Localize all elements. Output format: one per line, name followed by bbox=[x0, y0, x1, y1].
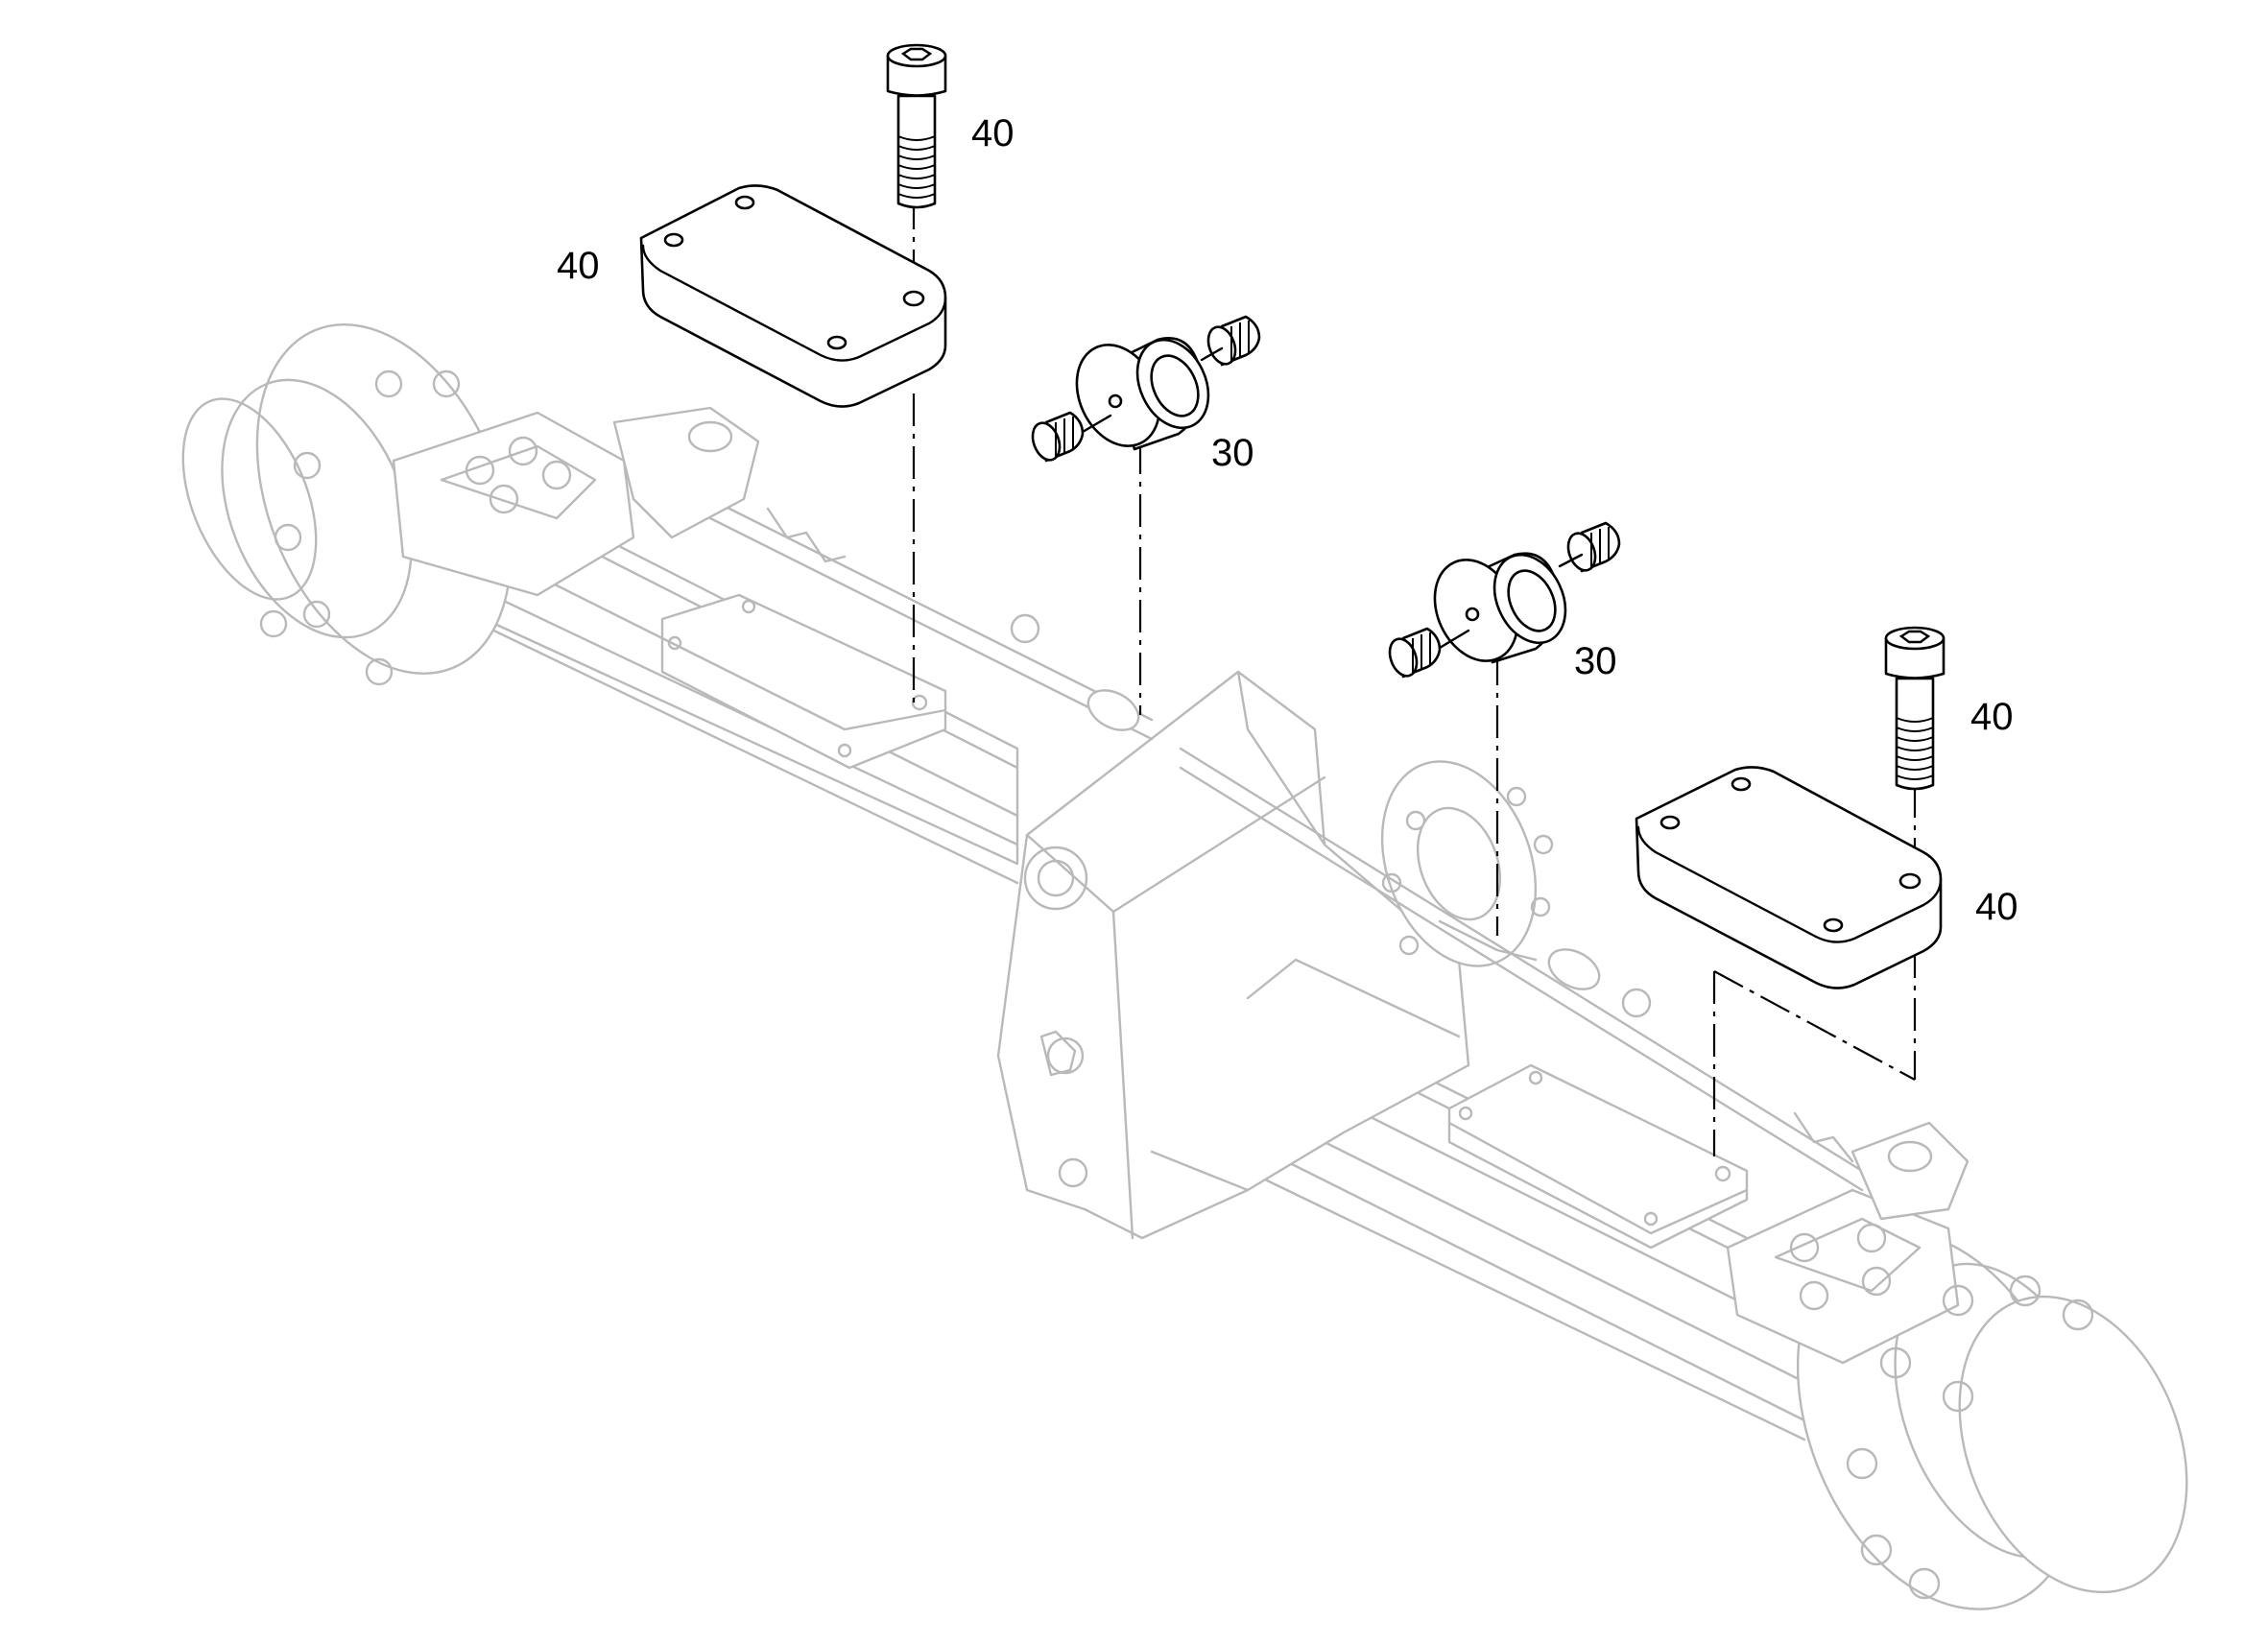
right-mounting-pad bbox=[1447, 1063, 1749, 1250]
callout-label-plate-right: 40 bbox=[1975, 886, 2018, 928]
right-wheel-hub bbox=[1726, 1121, 2188, 1610]
right-cap-screw bbox=[1884, 626, 1946, 791]
left-mounting-pad bbox=[660, 593, 947, 770]
right-adapter-plate bbox=[1635, 766, 1943, 989]
callout-labels: 40 40 30 30 40 40 bbox=[557, 112, 2018, 928]
steering-tie-rod bbox=[670, 478, 1864, 1192]
left-cap-screw bbox=[886, 43, 947, 209]
axle-assembly bbox=[181, 322, 2188, 1610]
left-bushing-set-screws bbox=[1031, 315, 1261, 463]
right-bushing bbox=[1433, 552, 1567, 664]
callout-label-plate-left: 40 bbox=[557, 245, 600, 287]
left-adapter-plate bbox=[639, 184, 947, 408]
callout-label-bushing-right: 30 bbox=[1574, 640, 1617, 682]
callout-label-bolt-left: 40 bbox=[971, 112, 1015, 155]
callout-label-bolt-right: 40 bbox=[1970, 696, 2014, 738]
differential-housing bbox=[996, 670, 1470, 1240]
right-bushing-set-screws bbox=[1388, 521, 1621, 679]
left-bushing bbox=[1075, 337, 1210, 451]
callout-label-bushing-left: 30 bbox=[1211, 432, 1254, 474]
left-wheel-hub bbox=[181, 322, 760, 686]
